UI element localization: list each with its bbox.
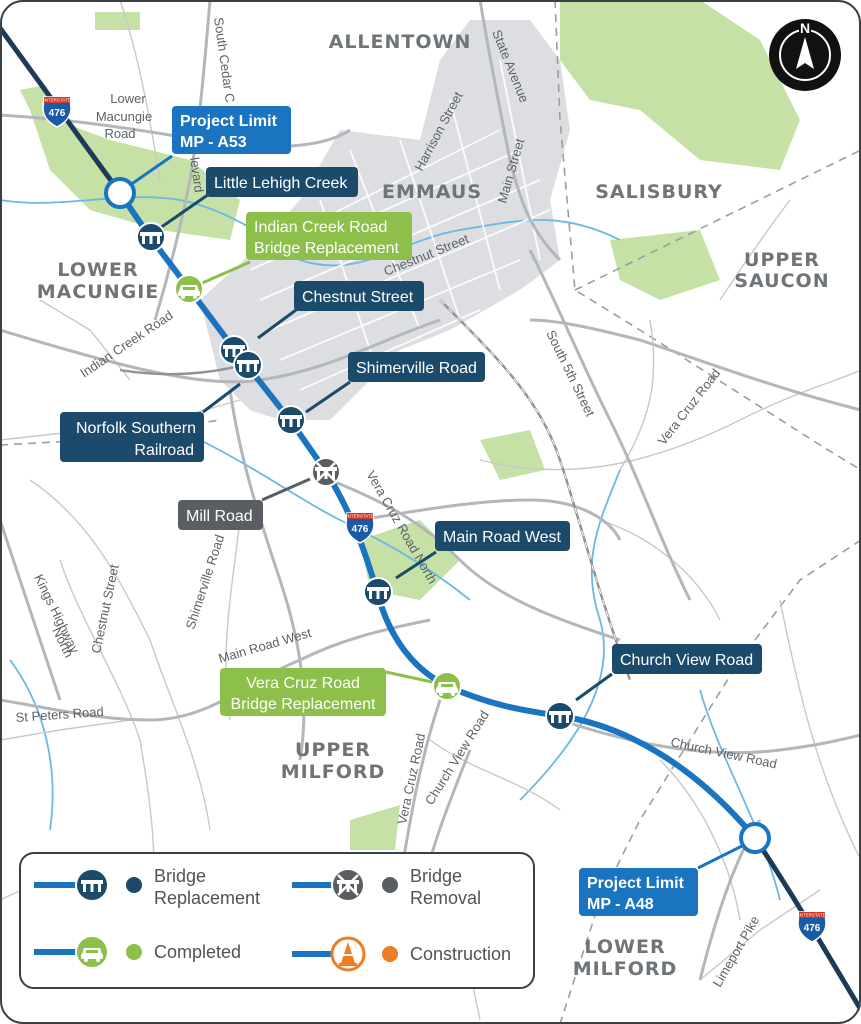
- road-label-lower-macungie-1: Lower: [110, 91, 146, 106]
- callout-mill-road: Mill Road: [178, 500, 263, 530]
- callout-little-lehigh: Little Lehigh Creek: [206, 167, 358, 197]
- svg-text:Bridge: Bridge: [410, 866, 462, 886]
- bridge-marker-norfolk-southern[interactable]: [233, 350, 263, 380]
- legend-item-bridge-replacement: Bridge Replacement: [34, 866, 260, 908]
- project-limit-north-marker: [104, 177, 136, 209]
- callout-church-view: Church View Road: [612, 644, 762, 674]
- svg-text:476: 476: [49, 108, 66, 119]
- road-label-st-peters: St Peters Road: [15, 704, 104, 725]
- legend-item-completed: Completed: [34, 935, 241, 969]
- area-lower-milford-2: MILFORD: [573, 958, 678, 980]
- bridge-marker-shimerville[interactable]: [276, 405, 306, 435]
- area-upper-milford-1: UPPER: [295, 739, 371, 761]
- svg-text:INTERSTATE: INTERSTATE: [43, 98, 70, 103]
- removal-marker-mill-road[interactable]: [311, 457, 341, 487]
- area-labels: ALLENTOWN EMMAUS SALISBURY UPPER SAUCON …: [37, 31, 829, 980]
- svg-text:Project Limit: Project Limit: [587, 875, 685, 892]
- completed-marker-vera-cruz[interactable]: [432, 671, 462, 701]
- area-allentown: ALLENTOWN: [329, 31, 472, 53]
- road-label-lower-macungie-2: Macungie: [96, 109, 152, 124]
- callout-chestnut: Chestnut Street: [294, 281, 424, 311]
- callout-shimerville: Shimerville Road: [348, 352, 485, 382]
- svg-text:Indian Creek Road: Indian Creek Road: [254, 219, 387, 236]
- legend: Bridge Replacement Bridge Removal Comple…: [19, 852, 535, 989]
- svg-text:Shimerville Road: Shimerville Road: [356, 360, 477, 377]
- bridge-marker-church-view[interactable]: [545, 701, 575, 731]
- svg-text:Railroad: Railroad: [134, 442, 194, 459]
- svg-text:Bridge Replacement: Bridge Replacement: [231, 696, 377, 713]
- area-emmaus: EMMAUS: [382, 181, 482, 203]
- interstate-shield-middle: INTERSTATE 476: [345, 512, 375, 544]
- road-label-lower-macungie-3: Road: [104, 126, 135, 141]
- callout-vera-cruz: Vera Cruz Road Bridge Replacement: [220, 668, 386, 716]
- area-lower-milford-1: LOWER: [584, 936, 665, 958]
- svg-text:476: 476: [352, 524, 369, 535]
- area-upper-saucon-2: SAUCON: [734, 270, 829, 292]
- svg-text:Bridge: Bridge: [154, 866, 206, 886]
- completed-marker-indian-creek[interactable]: [174, 274, 204, 304]
- callout-indian-creek: Indian Creek Road Bridge Replacement: [246, 212, 412, 260]
- bridge-marker-main-road-west[interactable]: [363, 577, 393, 607]
- callout-norfolk-southern: Norfolk Southern Railroad: [60, 412, 204, 462]
- area-lower-macungie-1: LOWER: [57, 259, 138, 281]
- svg-text:Vera Cruz Road: Vera Cruz Road: [246, 675, 360, 692]
- svg-text:Project Limit: Project Limit: [180, 113, 278, 130]
- svg-text:INTERSTATE: INTERSTATE: [798, 913, 825, 918]
- svg-text:Norfolk Southern: Norfolk Southern: [76, 420, 196, 437]
- svg-text:Mill Road: Mill Road: [186, 508, 253, 525]
- svg-text:Replacement: Replacement: [154, 888, 260, 908]
- compass-north-letter: N: [800, 20, 810, 36]
- area-upper-saucon-1: UPPER: [744, 249, 820, 271]
- bridge-marker-little-lehigh[interactable]: [136, 222, 166, 252]
- svg-text:Chestnut Street: Chestnut Street: [302, 289, 414, 306]
- svg-text:MP - A48: MP - A48: [587, 896, 654, 913]
- legend-item-construction: Construction: [292, 936, 511, 972]
- svg-text:Bridge Replacement: Bridge Replacement: [254, 240, 400, 257]
- svg-text:Removal: Removal: [410, 888, 481, 908]
- callout-leader-lines: [122, 154, 743, 870]
- interstate-shield-north: INTERSTATE 476: [42, 96, 72, 128]
- area-salisbury: SALISBURY: [595, 181, 723, 203]
- svg-text:MP - A53: MP - A53: [180, 134, 247, 151]
- project-limit-south-marker: [739, 822, 771, 854]
- callout-main-road-west: Main Road West: [435, 521, 570, 551]
- svg-text:476: 476: [804, 923, 821, 934]
- callout-project-limit-north: Project Limit MP - A53: [172, 106, 291, 154]
- area-lower-macungie-2: MACUNGIE: [37, 281, 160, 303]
- area-upper-milford-2: MILFORD: [281, 761, 386, 783]
- legend-item-bridge-removal: Bridge Removal: [292, 866, 481, 908]
- svg-text:Church View Road: Church View Road: [620, 652, 753, 669]
- svg-text:INTERSTATE: INTERSTATE: [346, 514, 373, 519]
- north-arrow-compass: N: [769, 19, 841, 91]
- svg-text:Construction: Construction: [410, 944, 511, 964]
- svg-text:Main Road West: Main Road West: [443, 529, 562, 546]
- svg-text:Completed: Completed: [154, 942, 241, 962]
- callout-project-limit-south: Project Limit MP - A48: [579, 868, 698, 916]
- road-label-boulevard: levard: [187, 156, 207, 193]
- interstate-shield-south: INTERSTATE 476: [797, 911, 827, 943]
- svg-text:Little Lehigh Creek: Little Lehigh Creek: [214, 175, 348, 192]
- traffic-cone-icon: [341, 942, 355, 963]
